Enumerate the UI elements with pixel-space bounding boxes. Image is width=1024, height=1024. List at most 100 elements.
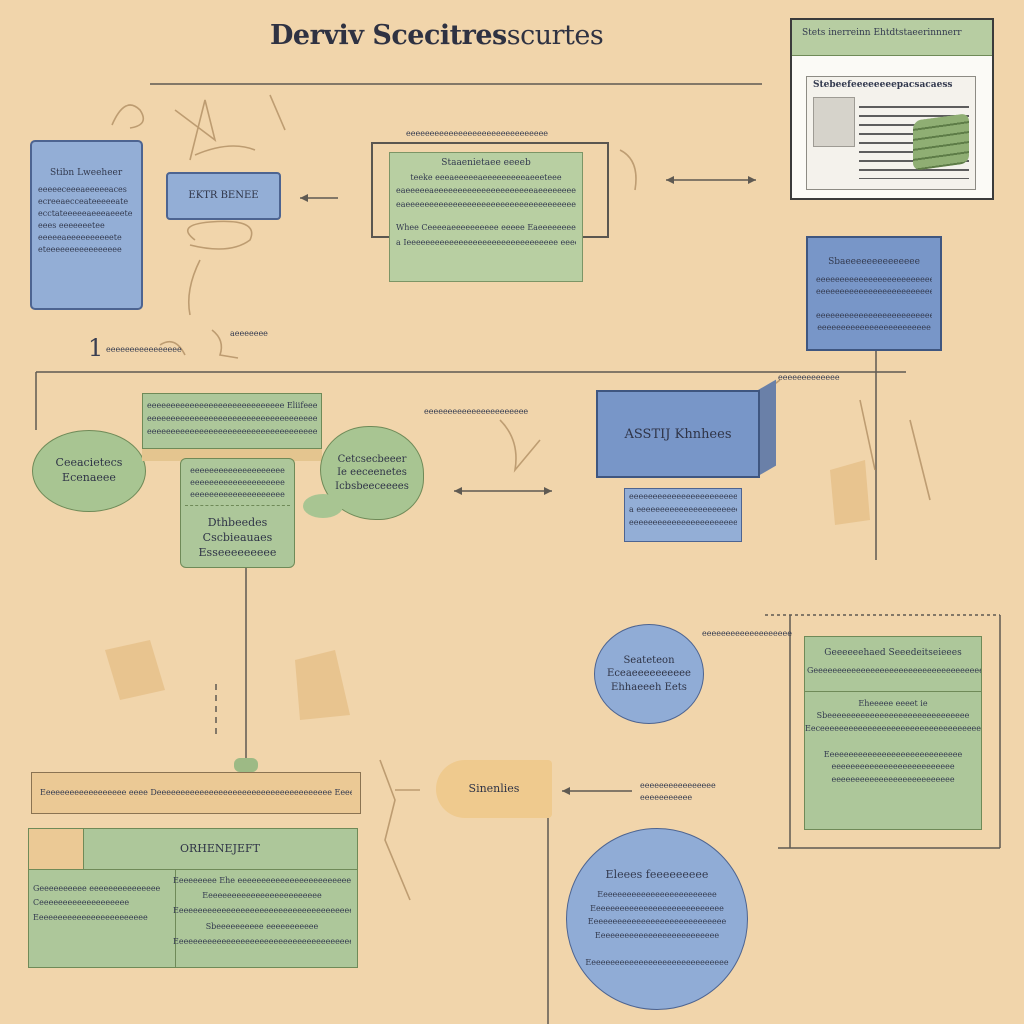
top-right-card-line: eeeeeeeeeeeeeeeeeeeeeeeeee (816, 286, 932, 296)
bottom-strip-knob (234, 758, 258, 772)
top-right-card-line: eeeeeeeeeeeeeeeeeeeeeeeeee (816, 274, 932, 284)
top-left-card-lines: eeeeeceeeaeeeeeaces ecreeaecceateeeeeate e… (38, 184, 135, 256)
mid-center-box-top-line: eeeeeeeeeeeeeeeeeeee (190, 466, 285, 475)
mid-center-box-top: eeeeeeeeeeeeeeeeeeee eeeeeeeeeeeeeeeeeeee… (185, 465, 290, 506)
top-left-card-line: eees eeeeeeetee (38, 221, 105, 231)
bottom-circle-line (585, 942, 728, 956)
right-panel-lines: Eheeeee eeeet ie Sbeeeeeeeeeeeeeeeeeeeeee… (805, 692, 981, 788)
bottom-circle-line: Eeeeeeeeeeeeeeeeeeeeeeeee (597, 890, 717, 900)
bottom-circle-line: Eeeeeeeeeeeeeeeeeeeeeeeeee (594, 930, 720, 940)
bottom-tag: Sinenlies (436, 760, 552, 818)
top-right-card-line: eeeeeeeeeeeeeeeeeeeeeeeeeeee (816, 310, 932, 320)
top-center-lines: teeke eeeaeeeeeaeeeeeeeeeaeeeteee eaeeeee… (396, 171, 576, 212)
mid-right-sub-line: eeeeeeeeeeeeeeeeeeeeeeeeeeeeeeeeeeeeee (629, 517, 737, 527)
mid-right-box-label: ASSTIJ Khnhees (624, 426, 732, 442)
bottom-table-right-line: Sbeeeeeeeeee eeeeeeeeeee (205, 921, 319, 931)
top-right-card-heading: Sbaeeeeeeeeeeeeee (828, 257, 920, 267)
top-left-card-line: ecctateeeeeaeeeaeeete (38, 209, 133, 219)
mid-right-label: eeeeeeeeeeeee (778, 373, 840, 382)
document-sheet-heading: Stebeefeeeeeeeepacsacaess (813, 80, 953, 90)
mid-center-banner-line: eeeeeeeeeeeeeeeeeeeeeeeeeeeeeeeeeeeeeee (147, 426, 317, 436)
right-oval-line: Seateteon (623, 654, 675, 666)
mid-right-sub-lines: eeeeeeeeeeeeeeeeeeeeeeeeeeeeeeeeea eeeee… (629, 491, 737, 529)
diagram-title: Derviv Scecitresscurtes (270, 20, 610, 60)
document-panel-header: Stets inerreinn Ehtdtstaeerinnnerr (792, 20, 992, 56)
bottom-table-left-line: Eeeeeeeeeeeeeeeeeeeeeeee (33, 912, 148, 922)
right-panel-line: eeeeeeeeeeeeeeeeeeeeeeeeee (831, 762, 955, 772)
title-bold: Derviv Scecitres (270, 20, 507, 51)
mid-center-box: eeeeeeeeeeeeeeeeeeee eeeeeeeeeeeeeeeeeeee… (180, 458, 295, 568)
bottom-tag-label-line: eeeeeeeeeee (640, 793, 693, 802)
right-panel-line: Eheeeee eeeet ie (858, 698, 928, 708)
bottom-table-right-line: Eeeeeeeeeeeeeeeeeeeeeeeeeeeeeeeeeeeeeeee… (173, 906, 351, 916)
mid-cloud-line: Cetcsecbeeer (337, 453, 407, 465)
bottom-table-right-line: Eeeeeeeee Ehe eeeeeeeeeeeeeeeeeeeeeeeeee (173, 876, 351, 885)
top-left-card-line: eteeeeeeeeeeeeeeee (38, 245, 122, 255)
top-left-card-heading: Stibn Lweeheer (50, 168, 123, 178)
marker-one-text-2: aeeeeeee (230, 329, 268, 338)
top-right-card-line: eeeeeeeeeeeeeeeeeeeeeeee (817, 322, 931, 332)
right-panel-line: Eeceeeeeeeeeeeeeeeeeeeeeeeeeeeeeeeeeeeee… (805, 724, 981, 734)
mid-center-box-top-line: eeeeeeeeeeeeeeeeeeee (190, 478, 285, 487)
mid-left-oval-line: Ecenaeee (62, 471, 116, 484)
mid-center-banner-line: eeeeeeeeeeeeeeeeeeeeeeeeeeeeeeeeeeeeeee (147, 413, 317, 423)
top-right-card-line (816, 298, 932, 310)
marker-one-text: eeeeeeeeeeeeeeee (106, 345, 182, 354)
document-sheet: Stebeefeeeeeeeepacsacaess (806, 76, 976, 190)
top-center-line: eaeeeeeaeeeeeeeeeeeeeeeeeeeeeaeeeeeeee (396, 186, 576, 196)
bottom-circle-line: Eeeeeeeeeeeeeeeeeeeeeeeeeeeeee (585, 958, 729, 968)
top-left-card-line: ecreeaecceateeeeeate (38, 197, 129, 207)
document-sheet-graphic (813, 97, 855, 147)
mid-cloud-line: Ie eeceenetes (337, 467, 407, 479)
bottom-circle-line: Eeeeeeeeeeeeeeeeeeeeeeeeeeeee (587, 917, 727, 927)
mid-center-box-main-line: Dthbeedes (207, 516, 268, 529)
mid-right-box-side (758, 379, 776, 476)
top-center-footer: Whee Ceeeeaeeeeeeeeee eeeee Eaeeeeeeeeee… (396, 221, 576, 250)
bottom-table-right-line: Eeeeeeeeeeeeeeeeeeeeeeeeeeeeeeeeeeeeeeee… (173, 936, 351, 946)
marker-one: 1 (88, 334, 104, 362)
bottom-table-left-line: Geeeeeeeeee eeeeeeeeeeeeeee (33, 884, 161, 893)
right-panel-line: Sbeeeeeeeeeeeeeeeeeeeeeeeeeeeeee (816, 711, 970, 721)
top-center-green-box: Staaenietaee eeeeb teeke eeeaeeeeeaeeeee… (389, 152, 583, 282)
bottom-strip-text: Eeeeeeeeeeeeeeeeee eeee Deeeeeeeeeeeeeee… (40, 788, 352, 797)
bottom-tag-label-line: eeeeeeeeeeeeeeee (640, 781, 716, 790)
mid-center-box-top-line: eeeeeeeeeeeeeeeeeeee (190, 490, 285, 499)
bottom-circle: Eleees feeeeeeeee Eeeeeeeeeeeeeeeeeeeeee… (566, 828, 748, 1010)
right-panel-line (805, 736, 981, 749)
mid-center-box-main-line: Cscbieauaes (202, 530, 273, 544)
bottom-circle-heading: Eleees feeeeeeeee (605, 868, 709, 882)
mid-center-box-main-line: Esseeeeeeeee (198, 545, 277, 559)
top-left-card-line: eeeeeceeeaeeeeeaces (38, 185, 127, 195)
document-panel-header-text: Stets inerreinn Ehtdtstaeerinnnerr (802, 28, 962, 38)
bottom-table-right-line: Eeeeeeeeeeeeeeeeeeeeeeeee (202, 891, 322, 901)
right-panel-line: Eeeeeeeeeeeeeeeeeeeeeeeeeeeee (823, 749, 963, 759)
right-panel-subheading: Geeeeeeeeeeeeeeeeeeeeeeeeeeeeeeeeeeeeeee (805, 661, 981, 692)
mid-left-oval-line: Ceeacietecs (55, 456, 123, 470)
bottom-table-corner (29, 829, 84, 869)
right-oval-label: eeeeeeeeeeeeeeeeeee (702, 629, 792, 638)
top-left-card: Stibn Lweeheer eeeeeceeeaeeeeeaces ecreea… (30, 140, 143, 310)
top-center-line: teeke eeeaeeeeeaeeeeeeeeeaeeeteee (410, 172, 562, 182)
document-panel: Stets inerreinn Ehtdtstaeerinnnerr Stebe… (790, 18, 994, 200)
top-left-card-line: eeeeeaeeeeeeeeeete (38, 233, 122, 243)
top-center-footer-line: a Ieeeeeeeeeeeeeeeeeeeeeeeeeeeeeeee eeee (396, 237, 576, 247)
mid-right-box: ASSTIJ Khnhees (596, 390, 760, 478)
top-left-label-box: EKTR BENEE (166, 172, 281, 220)
top-left-label-text: EKTR BENEE (188, 190, 259, 202)
top-right-card: Sbaeeeeeeeeeeeeee eeeeeeeeeeeeeeeeeeeeee… (806, 236, 942, 351)
mid-right-sub-line: a eeeeeeeeeeeeeeeeeeeeeeeeeeeeeeeee (629, 504, 737, 514)
document-stack-icon (913, 113, 969, 171)
right-panel: Geeeeeehaed Seeedeitseieees Geeeeeeeeeee… (804, 636, 982, 830)
